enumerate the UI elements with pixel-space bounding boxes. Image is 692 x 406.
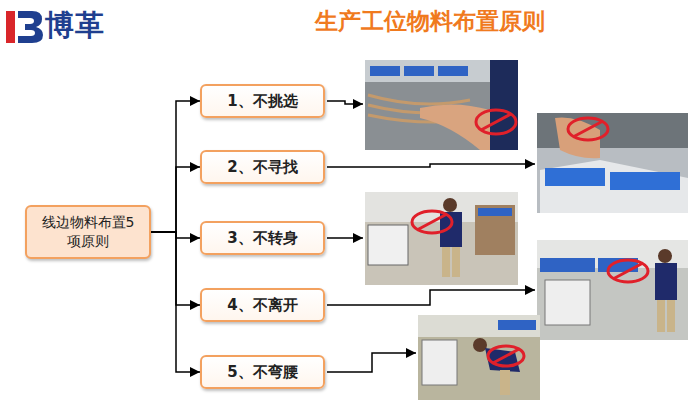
connector xyxy=(151,101,200,232)
photo-leaving-part xyxy=(540,258,595,272)
photo-picking-part xyxy=(490,60,518,150)
photo-leaving-part xyxy=(655,263,677,300)
photo-bending-part xyxy=(493,349,519,363)
photo-searching-part xyxy=(568,118,608,140)
photo-bending-part xyxy=(498,320,536,330)
photo-picking-part xyxy=(365,60,518,150)
box-text: 1、不挑选 xyxy=(227,92,297,111)
photo-bending-part xyxy=(418,315,540,400)
photo-bending-part xyxy=(473,338,487,352)
photo-turning-part xyxy=(443,198,457,212)
box-text: 线边物料布置5项原则 xyxy=(35,213,141,251)
rule-box: 1、不挑选 xyxy=(200,84,325,118)
photo-bending-part xyxy=(422,340,457,385)
rule-box: 3、不转身 xyxy=(200,221,325,255)
photo-bending xyxy=(418,315,540,400)
photo-picking-part xyxy=(476,110,516,134)
rule-box: 2、不寻找 xyxy=(200,150,325,184)
logo-text: 博革 xyxy=(45,6,105,46)
principle-box: 线边物料布置5项原则 xyxy=(25,205,151,259)
logo-icon-part xyxy=(18,11,43,43)
connector xyxy=(151,167,200,232)
photo-searching-part xyxy=(540,160,688,213)
photo-turning-part xyxy=(368,225,408,265)
photo-searching-part xyxy=(573,121,603,137)
photo-searching-part xyxy=(537,113,688,213)
photo-bending-part xyxy=(488,346,524,366)
photo-leaving-part xyxy=(657,300,665,332)
photo-pointer-arrows-part xyxy=(327,164,535,167)
box-text: 5、不弯腰 xyxy=(227,363,297,382)
box-text: 3、不转身 xyxy=(227,229,297,248)
photo-picking-part xyxy=(404,66,434,76)
connector xyxy=(151,232,200,372)
photo-searching-part xyxy=(545,168,605,186)
photo-turning-part xyxy=(442,247,450,277)
photo-leaving-part xyxy=(613,263,643,279)
photo-turning-part xyxy=(452,247,460,277)
photo-searching-part xyxy=(610,172,680,190)
photo-turning xyxy=(365,192,518,285)
photo-picking xyxy=(365,60,518,150)
photo-pointer-arrows xyxy=(327,101,535,372)
photo-leaving-part xyxy=(608,260,648,282)
photo-bending-part xyxy=(418,315,540,337)
photo-picking-part xyxy=(370,66,400,76)
photo-pointer-arrows-part xyxy=(327,237,363,239)
photo-turning-part xyxy=(365,192,518,285)
logo-icon-part xyxy=(6,11,15,43)
rule-box: 5、不弯腰 xyxy=(200,355,325,389)
photo-pointer-arrows-part xyxy=(327,101,363,104)
rule-box: 4、不离开 xyxy=(200,288,325,322)
photo-leaving-part xyxy=(658,249,672,263)
photo-pointer-arrows-part xyxy=(327,290,535,305)
photo-leaving-part xyxy=(667,300,675,332)
photo-turning-part xyxy=(475,205,515,255)
photo-picking-part xyxy=(481,114,511,130)
photo-turning-part xyxy=(412,211,452,233)
box-text: 2、不寻找 xyxy=(227,158,297,177)
photo-leaving xyxy=(537,240,688,340)
photo-leaving-part xyxy=(545,280,590,325)
photo-bending-part xyxy=(500,370,510,395)
photo-turning-part xyxy=(417,214,447,230)
logo-icon xyxy=(6,11,43,43)
photo-searching xyxy=(537,113,688,213)
photo-pointer-arrows-part xyxy=(327,353,416,372)
title: 生产工位物料布置原则 xyxy=(240,6,620,37)
box-text: 4、不离开 xyxy=(227,296,297,315)
photo-turning-part xyxy=(478,208,512,216)
photo-leaving-part xyxy=(537,240,688,340)
photo-picking-part xyxy=(438,66,468,76)
